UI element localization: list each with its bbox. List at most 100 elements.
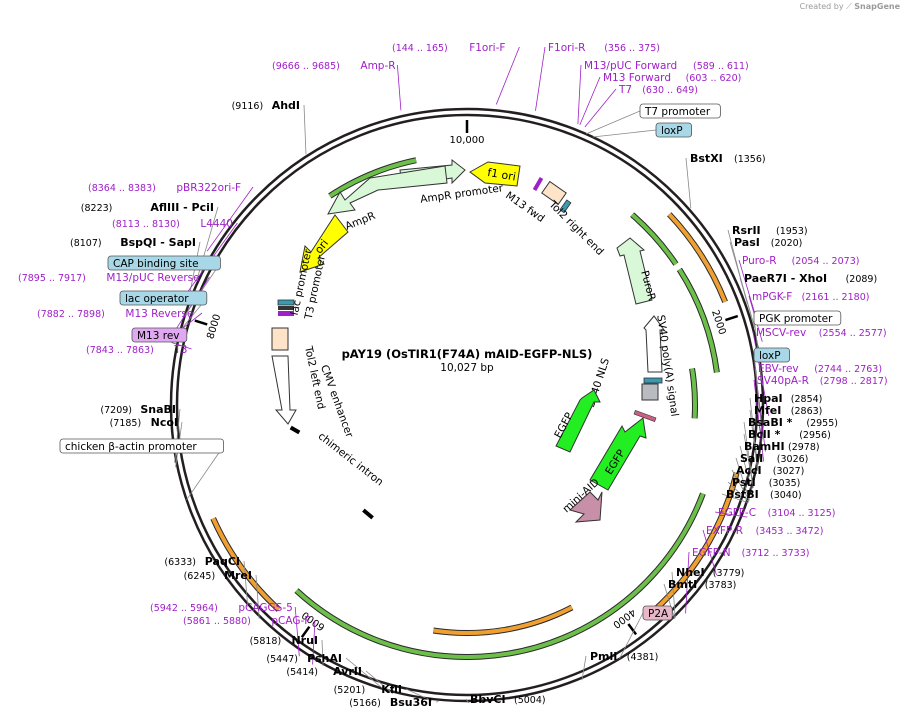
enzyme-label[interactable]: NheI(3779) [676, 566, 744, 579]
enzyme-label[interactable]: KflI(5201) [334, 683, 402, 696]
enzyme-label[interactable]: BclI *(2956) [748, 428, 831, 441]
enzyme-label[interactable]: AhdI(9116) [232, 99, 300, 112]
enzyme-label[interactable]: MreI(6245) [184, 569, 252, 582]
orf-orange-3[interactable] [433, 605, 573, 635]
feature-puror[interactable] [616, 237, 653, 305]
enzyme-label[interactable]: BbvCI(5004) [470, 693, 546, 706]
orf-ampr[interactable] [328, 158, 417, 198]
svg-text:(8364 .. 8383): (8364 .. 8383) [88, 183, 156, 194]
enzyme-label[interactable]: SnaBI (7209) [100, 403, 176, 416]
svg-text:(7209): (7209) [100, 405, 132, 416]
primer-label[interactable]: F1ori-R(356 .. 375) [548, 42, 660, 54]
svg-text:(3712 .. 3733): (3712 .. 3733) [742, 548, 810, 559]
primer-label[interactable]: (7843 .. 7863)T3 [86, 344, 188, 356]
primer-label[interactable]: EBV-rev(2744 .. 2763) [758, 363, 882, 375]
feature-box-label[interactable]: PGK promoter [753, 310, 842, 326]
feature-box-label[interactable]: loxP [753, 347, 790, 363]
feature-mini-aid[interactable] [568, 491, 603, 523]
enzyme-label[interactable]: BspQI - SapI(8107) [70, 236, 196, 249]
enzyme-label[interactable]: AvrII(5414) [286, 665, 362, 678]
primer-label[interactable]: EXFP-R(3453 .. 3472) [706, 525, 823, 537]
enzyme-label[interactable]: PasI(2020) [734, 236, 802, 249]
feature-loxp-mark [559, 199, 572, 214]
orf-sv40[interactable] [690, 368, 697, 419]
primer-label[interactable]: MSCV-rev(2554 .. 2577) [756, 327, 887, 339]
svg-text:SnaBI: SnaBI [140, 403, 176, 416]
enzyme-label[interactable]: HpaI(2854) [754, 392, 822, 405]
leader-line [303, 104, 307, 155]
enzyme-label[interactable]: PaqCI(6333) [164, 555, 240, 568]
orf-puro[interactable] [677, 268, 719, 373]
primer-label[interactable]: EGFP-C(3104 .. 3125) [718, 507, 835, 519]
enzyme-label[interactable]: NcoI(7185) [110, 416, 178, 429]
enzyme-label[interactable]: BamHI(2978) [744, 440, 820, 453]
enzyme-label[interactable]: MfeI(2863) [754, 404, 822, 417]
orf-orange-2[interactable] [644, 472, 739, 620]
svg-text:M13/pUC Forward: M13/pUC Forward [584, 60, 677, 72]
svg-text:(3779): (3779) [713, 568, 745, 579]
enzyme-label[interactable]: RsrII(1953) [732, 224, 808, 237]
primer-label[interactable]: (8113 .. 8130)L4440 [112, 218, 233, 230]
primer-label[interactable]: Puro-R(2054 .. 2073) [742, 255, 859, 267]
feature-tol2-right-end[interactable] [541, 180, 567, 206]
feature-egfp-1[interactable] [555, 389, 601, 453]
feature-box-label[interactable]: T7 promoter [639, 103, 721, 119]
enzyme-label[interactable]: PaeR7I - XhoI(2089) [744, 272, 877, 285]
feature-label-chimeric-intron: chimeric intron [316, 430, 386, 488]
label-layer: BstXI(1356) RsrII(1953)PasI(2020) PaeR7I -… [18, 42, 888, 709]
primer-label[interactable]: (5942 .. 5964)pCAGGS-5 [150, 602, 293, 614]
enzyme-label[interactable]: BstXI(1356) [690, 152, 766, 165]
feature-box-label[interactable]: loxP [655, 122, 692, 138]
svg-text:HpaI: HpaI [754, 392, 783, 405]
feature-egfp-2[interactable] [589, 417, 647, 491]
svg-text:SalI: SalI [740, 452, 763, 465]
feature-cmv-enhancer[interactable] [271, 355, 297, 425]
feature-box-label[interactable]: chicken β-actin promoter [59, 438, 225, 454]
enzyme-label[interactable]: BsaBI *(2955) [748, 416, 838, 429]
feature-box-label[interactable]: CAP binding site [107, 255, 221, 271]
leader-line [321, 639, 324, 666]
primer-label[interactable]: (7895 .. 7917)M13/pUC Reverse [18, 272, 200, 284]
feature-ori[interactable] [299, 214, 349, 273]
feature-ampr[interactable] [327, 165, 448, 215]
feature-box-label[interactable]: P2A [642, 605, 673, 621]
primer-label[interactable]: mPGK-F(2161 .. 2180) [752, 291, 869, 303]
svg-text:(5818): (5818) [250, 636, 282, 647]
enzyme-label[interactable]: AccI(3027) [736, 464, 804, 477]
enzyme-label[interactable]: NruI(5818) [250, 634, 318, 647]
feature-box-label[interactable]: lac operator [119, 290, 208, 306]
svg-text:(3783): (3783) [705, 580, 737, 591]
enzyme-label[interactable]: PshAI(5447) [266, 652, 342, 665]
orf-long[interactable] [295, 569, 659, 659]
primer-label[interactable]: (9666 .. 9685)Amp-R [272, 60, 396, 72]
feature-box-label[interactable]: M13 rev [131, 327, 188, 343]
orf-egfp[interactable] [655, 492, 705, 572]
enzyme-label[interactable]: Bsu36I(5166) [349, 696, 432, 709]
enzyme-label[interactable]: PmlI(4381) [590, 650, 658, 663]
orf-tol2r[interactable] [630, 213, 678, 266]
primer-label[interactable]: SV40pA-R(2798 .. 2817) [757, 375, 888, 387]
primer-label[interactable]: (144 .. 165)F1ori-F [392, 42, 505, 54]
svg-text:Bsu36I: Bsu36I [390, 696, 432, 709]
enzyme-label[interactable]: AflIII - PciI(8223) [81, 201, 214, 214]
enzyme-label[interactable]: PstI(3035) [732, 476, 800, 489]
enzyme-label[interactable]: BmtI(3783) [668, 578, 736, 591]
orf-orange-1[interactable] [667, 212, 728, 303]
primer-label[interactable]: (8364 .. 8383) pBR322ori-F [88, 182, 241, 194]
enzyme-label[interactable]: BstBI(3040) [726, 488, 802, 501]
enzyme-label[interactable]: SalI(3026) [740, 452, 808, 465]
feature-sv40-polya[interactable] [643, 315, 665, 373]
primer-label[interactable]: EGFP-N(3712 .. 3733) [692, 547, 809, 559]
primer-label[interactable]: (5861 .. 5880)pCAG-F [183, 615, 310, 627]
primer-label[interactable]: M13 Forward(603 .. 620) [603, 72, 741, 84]
feature-f1-ori[interactable] [469, 161, 521, 187]
feature-tol2-left-end[interactable] [271, 327, 289, 351]
svg-text:(8223): (8223) [81, 203, 113, 214]
svg-text:pBR322ori-F: pBR322ori-F [176, 182, 241, 194]
primer-label[interactable]: T7(630 .. 649) [618, 84, 698, 96]
box-leader [592, 129, 657, 138]
primer-label[interactable]: M13/pUC Forward(589 .. 611) [584, 60, 749, 72]
primer-label[interactable]: (7882 .. 7898)M13 Reverse [37, 308, 193, 320]
orf-orange-4[interactable] [211, 517, 281, 612]
feature-label-ampr: AmpR [344, 210, 378, 233]
